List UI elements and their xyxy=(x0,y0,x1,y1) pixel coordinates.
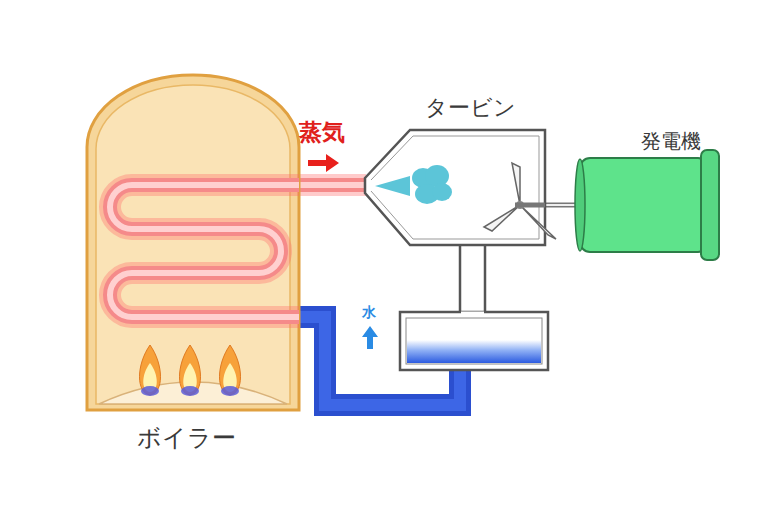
generator-label: 発電機 xyxy=(641,130,701,152)
steam-pipe xyxy=(298,178,366,192)
generator-body xyxy=(580,158,708,252)
steam-arrow xyxy=(308,154,339,172)
water-arrow xyxy=(362,326,378,349)
exhaust-pipe-wall xyxy=(459,244,462,313)
generator-end xyxy=(575,159,585,251)
turbine-casing-inner xyxy=(371,136,539,239)
boiler-shape xyxy=(87,75,299,455)
turbine-shaft xyxy=(515,203,545,208)
boiler: ボイラー xyxy=(87,75,299,455)
boiler-inner xyxy=(96,85,290,404)
steam-label: 蒸気 xyxy=(299,120,345,145)
flame xyxy=(140,345,161,396)
coil-core xyxy=(110,185,299,317)
turbine-shape xyxy=(365,130,545,245)
condenser-water xyxy=(407,340,541,363)
condenser xyxy=(400,312,548,370)
flame xyxy=(180,345,201,396)
generator: 発電機 xyxy=(575,128,722,255)
boiler-label: ボイラー xyxy=(137,425,236,451)
steam-pipe-core xyxy=(298,182,366,188)
boiler-housing xyxy=(87,75,299,410)
water-label: 水 xyxy=(362,305,376,320)
flame xyxy=(220,345,241,396)
exhaust-pipe-wall xyxy=(484,244,487,313)
pipe-joint xyxy=(461,312,484,315)
turbine-label: タービン xyxy=(425,96,516,120)
turbine-casing xyxy=(365,130,545,245)
turbine-fan xyxy=(484,163,556,239)
turbine: タービン xyxy=(365,130,545,245)
condenser-inner xyxy=(406,318,542,364)
steam-puff xyxy=(375,165,452,204)
exhaust-pipe xyxy=(460,243,485,313)
steam-pipe-glow xyxy=(298,174,366,196)
generator-cap xyxy=(701,150,719,260)
steam-coil xyxy=(110,185,299,317)
coil-glow xyxy=(110,185,299,317)
